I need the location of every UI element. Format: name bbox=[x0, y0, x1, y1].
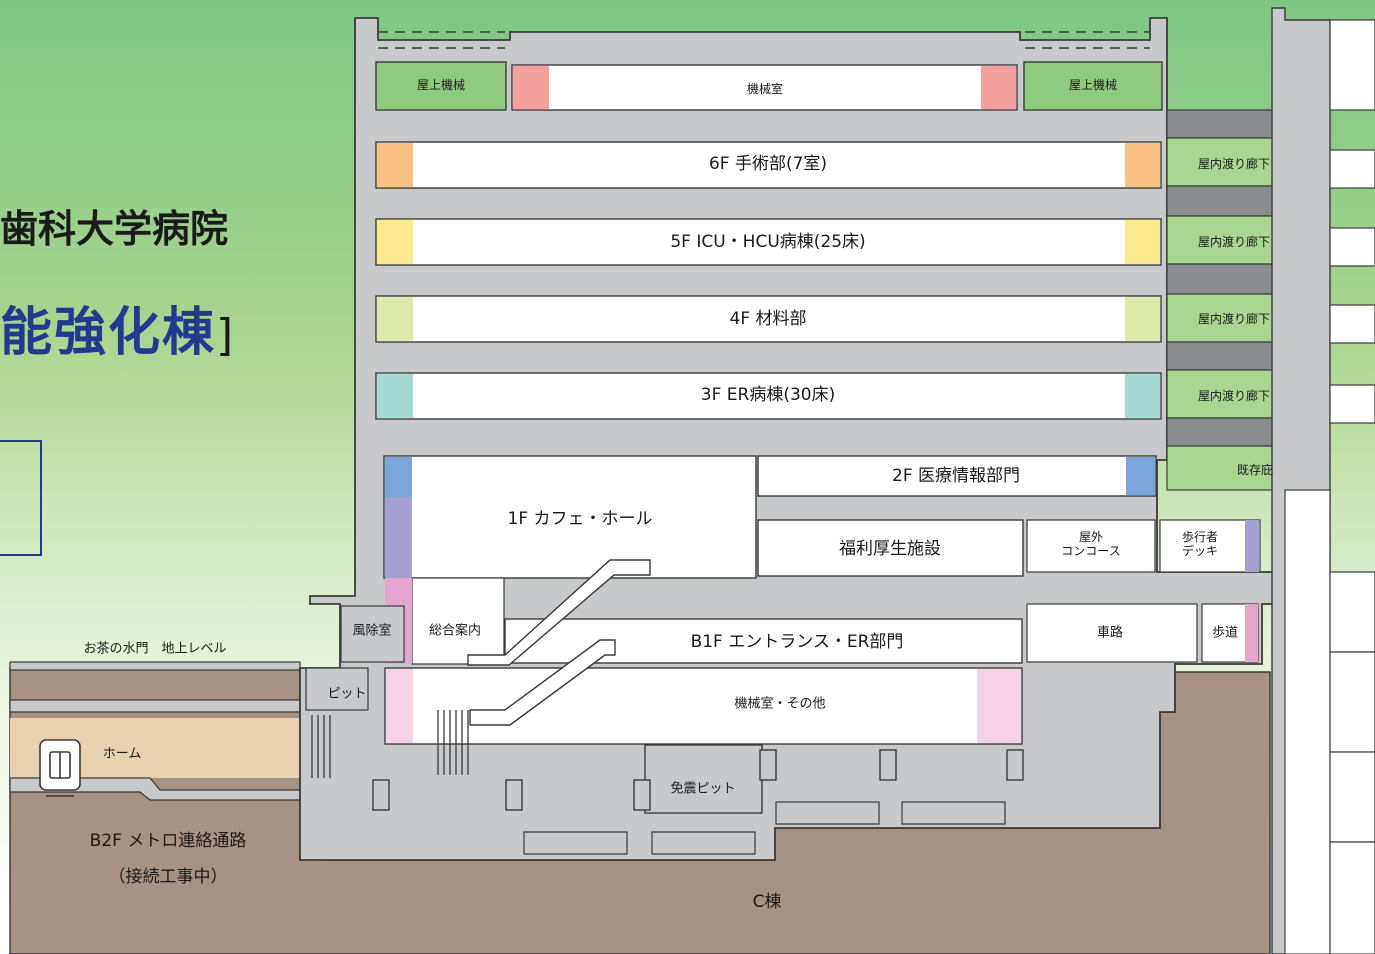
info-desk-room bbox=[411, 577, 505, 665]
corridor-4f-label: 屋内渡り廊下 bbox=[1197, 312, 1271, 327]
floor-b1f-label: B1F エントランス・ER部門 bbox=[690, 632, 904, 653]
building-c-label: C棟 bbox=[752, 892, 782, 913]
corridor-6f-label: 屋内渡り廊下 bbox=[1197, 157, 1271, 172]
foundation-slab bbox=[775, 801, 880, 825]
tunnel-lining bbox=[9, 699, 301, 713]
info-desk-label: 総合案内 bbox=[428, 623, 482, 639]
sidewalk-label: 歩道 bbox=[1211, 625, 1239, 641]
roof-mech-room bbox=[511, 64, 1018, 111]
road-room bbox=[1026, 603, 1198, 663]
floor-5f-label: 5F ICU・HCU病棟(25床) bbox=[670, 232, 866, 253]
escalator-lower bbox=[469, 639, 616, 726]
isolator bbox=[759, 749, 777, 781]
mech-room-label: 機械室・その他 bbox=[734, 696, 826, 712]
hospital-title: 歯科大学病院 bbox=[0, 207, 229, 251]
pedestrian-deck-label: 歩行者 デッキ bbox=[1181, 530, 1219, 558]
isolator bbox=[505, 779, 523, 811]
isolator bbox=[1006, 749, 1024, 781]
floor-6f bbox=[375, 141, 1162, 189]
roof-mech-left bbox=[375, 61, 507, 111]
floor-2f-label: 2F 医療情報部門 bbox=[892, 466, 1020, 487]
ground-level-label: お茶の水門 地上レベル bbox=[83, 641, 227, 657]
outdoor-concourse-label: 屋外 コンコース bbox=[1061, 530, 1121, 558]
title-bracket-shape bbox=[0, 440, 42, 556]
floor-1f-hall bbox=[383, 455, 757, 579]
floor-3f-label: 3F ER病棟(30床) bbox=[700, 385, 836, 406]
escalator-upper bbox=[467, 559, 651, 666]
welfare-label: 福利厚生施設 bbox=[839, 539, 941, 560]
floor-4f-label: 4F 材料部 bbox=[729, 309, 807, 330]
floor-1f-label: 1F カフェ・ホール bbox=[507, 509, 653, 530]
windbreak-room bbox=[340, 605, 405, 663]
metro-tunnel bbox=[10, 718, 360, 778]
floor-6f-label: 6F 手術部(7室) bbox=[708, 154, 828, 175]
roof-mech-right bbox=[1023, 61, 1163, 111]
platform-label: ホーム bbox=[102, 746, 142, 762]
welfare-room bbox=[757, 519, 1024, 577]
roof-mech-right-label: 屋上機械 bbox=[1068, 78, 1118, 93]
road-label: 車路 bbox=[1096, 625, 1124, 641]
train-icon bbox=[39, 739, 81, 797]
isolator bbox=[633, 779, 651, 811]
floor-3f bbox=[375, 372, 1162, 420]
windbreak-label: 風除室 bbox=[352, 623, 392, 639]
isolator bbox=[879, 749, 897, 781]
pedestrian-deck bbox=[1159, 519, 1261, 573]
ground-surface bbox=[9, 661, 301, 671]
foundation-slab bbox=[523, 831, 628, 855]
floor-5f bbox=[375, 218, 1162, 266]
existing-canopy-label: 既存庇 bbox=[1236, 463, 1274, 478]
isolator bbox=[372, 779, 390, 811]
b2f-label: B2F メトロ連絡通路 bbox=[89, 831, 247, 852]
seismic-pit-label: 免震ピット bbox=[670, 781, 736, 797]
seismic-pit bbox=[644, 744, 763, 814]
corridor-5f-label: 屋内渡り廊下 bbox=[1197, 235, 1271, 250]
pit-room bbox=[305, 667, 369, 711]
foundation-slab bbox=[651, 831, 756, 855]
mech-room bbox=[384, 667, 1023, 745]
b2f-note-label: （接続工事中） bbox=[108, 867, 228, 888]
pit-label: ピット bbox=[327, 686, 367, 702]
building-title: 能強化棟] bbox=[0, 303, 236, 363]
outdoor-concourse bbox=[1026, 519, 1156, 573]
roof-mech-room-label: 機械室 bbox=[746, 82, 784, 97]
foundation-slab bbox=[901, 801, 1006, 825]
corridor-3f-label: 屋内渡り廊下 bbox=[1197, 389, 1271, 404]
floor-4f bbox=[375, 295, 1162, 343]
roof-mech-left-label: 屋上機械 bbox=[416, 78, 466, 93]
floor-2f bbox=[757, 455, 1157, 497]
